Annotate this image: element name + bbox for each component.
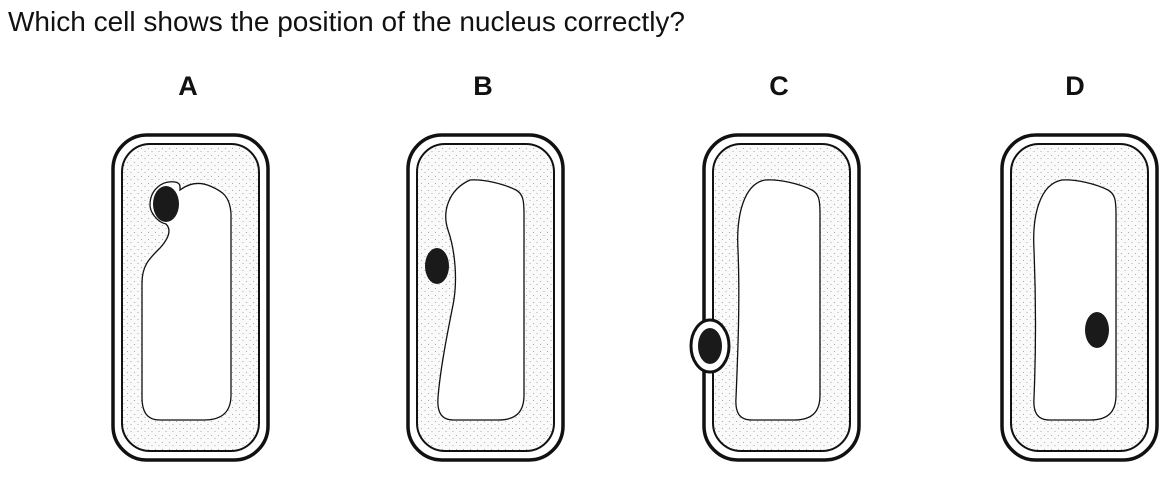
option-label-c: C	[769, 71, 789, 101]
cell-c-vacuole	[735, 179, 821, 421]
cell-b-wall	[406, 133, 565, 462]
cell-c-nucleus	[698, 328, 722, 364]
option-label-a: A	[178, 71, 198, 101]
cell-b-nucleus	[425, 248, 449, 284]
cell-a-nucleus	[153, 186, 179, 222]
cell-d	[1000, 133, 1159, 462]
cell-c-wall	[702, 133, 861, 462]
cell-b	[406, 133, 565, 462]
option-label-d: D	[1065, 71, 1085, 101]
cell-a	[111, 133, 270, 462]
option-label-b: B	[473, 71, 493, 101]
cell-d-nucleus	[1085, 312, 1109, 348]
cell-a-vacuole	[141, 181, 232, 421]
cell-d-vacuole	[1033, 179, 1117, 421]
cell-c	[689, 133, 861, 462]
cell-d-wall	[1000, 133, 1159, 462]
question-text: Which cell shows the position of the nuc…	[8, 6, 685, 37]
cell-b-vacuole	[437, 179, 525, 421]
cell-a-wall	[111, 133, 270, 462]
